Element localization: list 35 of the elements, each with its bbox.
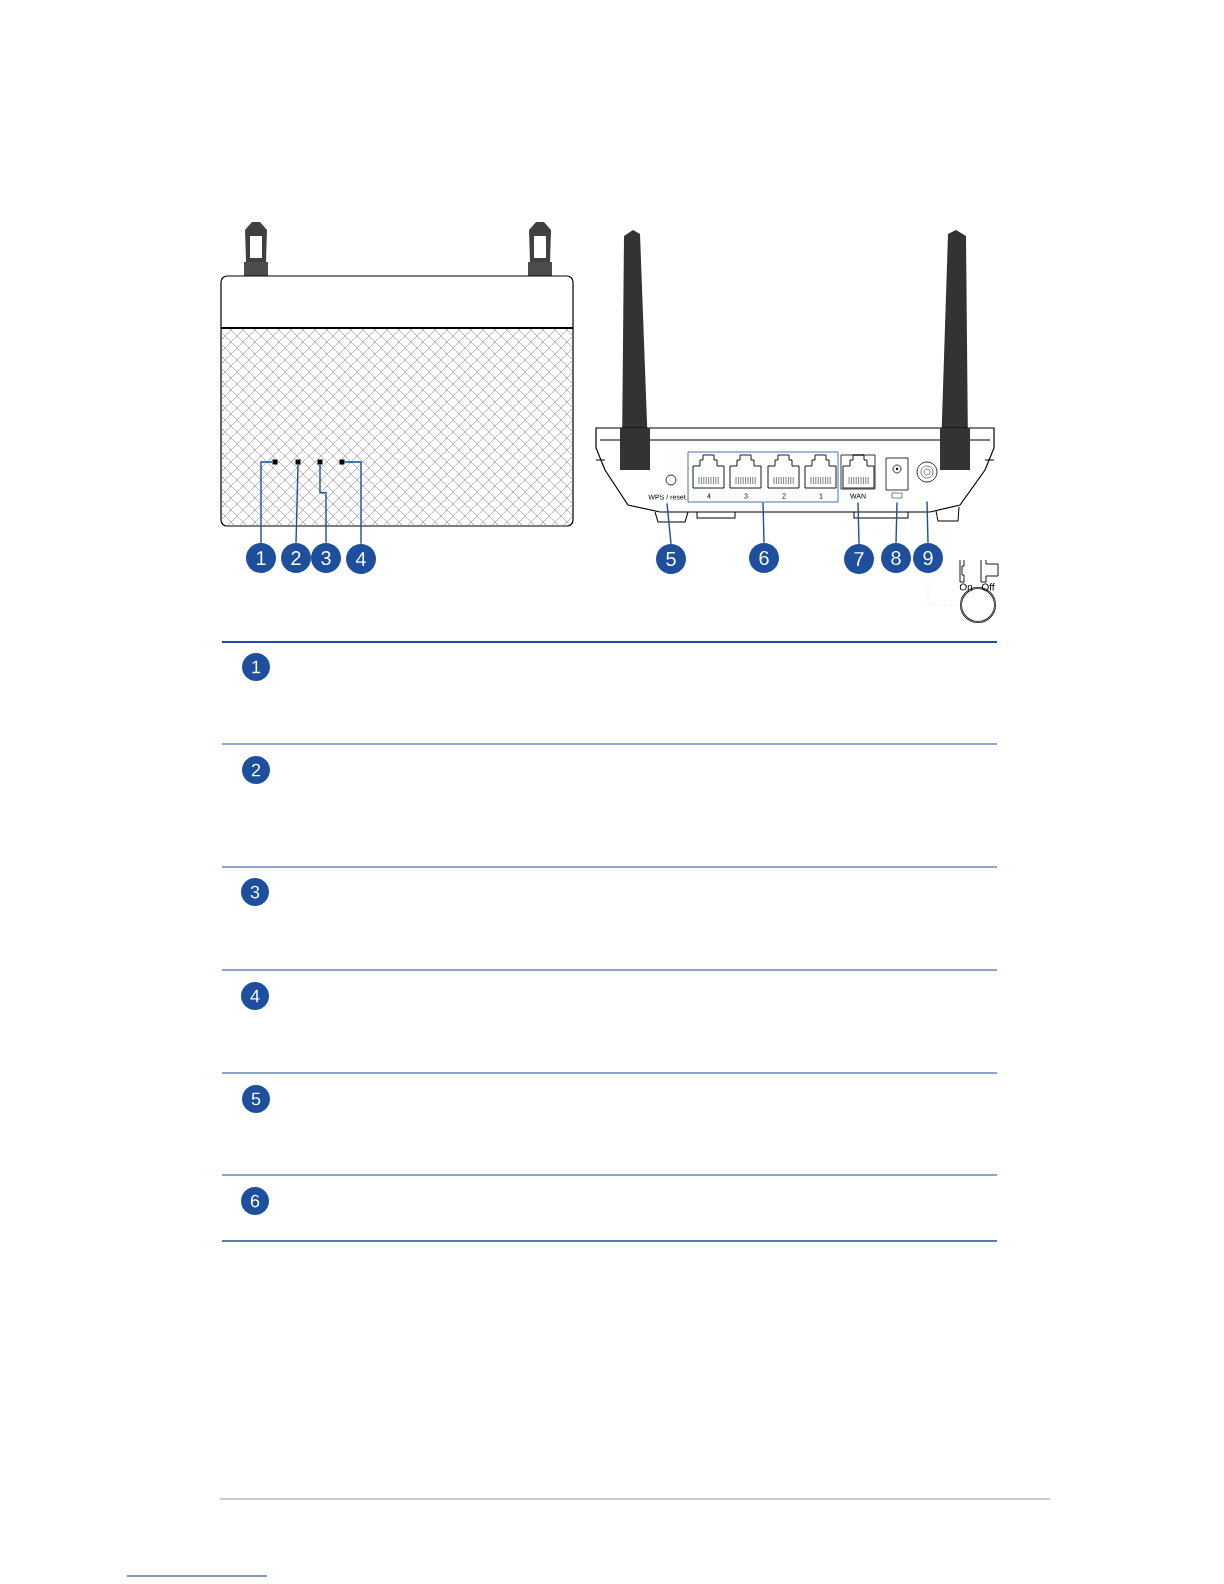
callout-number: 1 (246, 543, 276, 573)
callout-number: 5 (242, 1085, 270, 1113)
dotted-line (927, 573, 961, 606)
button-circle (916, 461, 938, 483)
callout-number: 4 (241, 982, 269, 1010)
callout-number: 8 (881, 543, 911, 573)
leader-line (857, 501, 860, 545)
callout-number: 1 (242, 653, 270, 681)
leader-line (295, 464, 299, 544)
callout-number: 2 (281, 543, 311, 573)
led-indicator (295, 459, 301, 465)
led-indicator (317, 459, 323, 465)
switch-label: On (959, 583, 973, 591)
callout-number: 2 (242, 756, 270, 784)
leader-line (926, 500, 929, 544)
leader-line (319, 464, 327, 544)
callout-number: 6 (241, 1187, 269, 1215)
port-box (885, 457, 909, 491)
led-indicator (339, 459, 345, 465)
port-group-frame (687, 451, 839, 503)
callout-number: 3 (311, 543, 341, 573)
leader-line (895, 501, 898, 544)
switch-label: Off (981, 583, 995, 591)
callout-number: 7 (844, 544, 874, 574)
port-box (840, 454, 876, 490)
leader-line (260, 461, 273, 544)
callout-number: 9 (913, 543, 943, 573)
callout-number: 3 (241, 878, 269, 906)
leader-line (344, 461, 362, 545)
leader-line (762, 501, 765, 544)
callout-number: 5 (656, 544, 686, 574)
led-indicator (272, 459, 278, 465)
callout-number: 4 (346, 544, 376, 574)
leader-line (666, 502, 672, 545)
callout-number: 6 (749, 543, 779, 573)
